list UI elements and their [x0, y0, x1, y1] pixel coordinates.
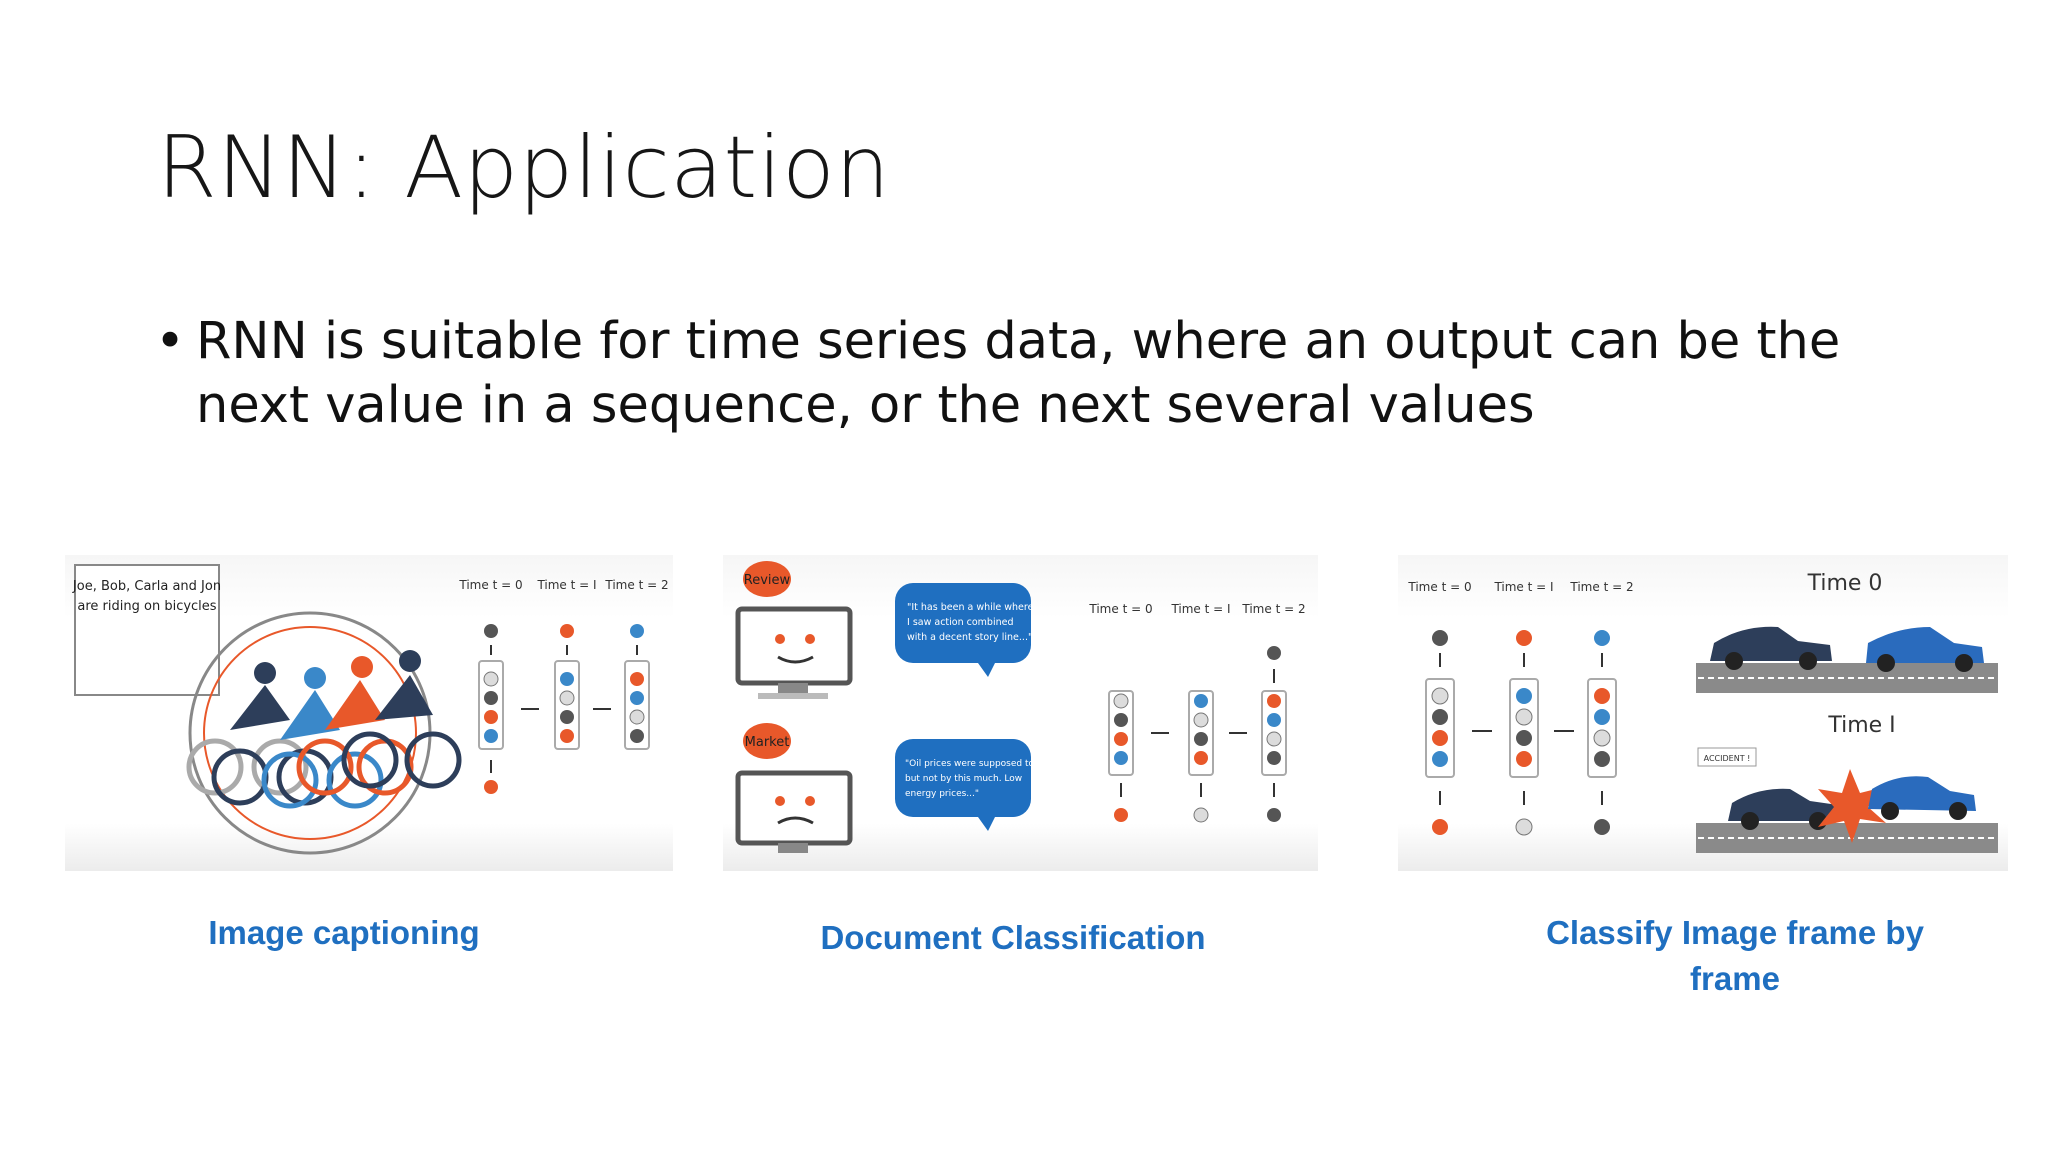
- svg-text:with a decent story line...": with a decent story line...": [907, 632, 1032, 643]
- caption-frame-classification: Classify Image frame by frame: [1510, 910, 1960, 1002]
- review-bubble: [895, 583, 1031, 663]
- market-bubble: [895, 739, 1031, 817]
- time-label-0: Time t = 0: [458, 578, 522, 592]
- caption-document-classification: Document Classification: [820, 919, 1206, 956]
- svg-text:"It has been a while where: "It has been a while where: [907, 602, 1034, 613]
- caption-box-line1: Joe, Bob, Carla and Jon: [72, 579, 221, 594]
- rnn-unrolled-diagram: [1425, 630, 1617, 836]
- slide-title: RNN: Application: [157, 118, 891, 218]
- time-label-2: Time t = 2: [1241, 602, 1305, 616]
- frame-time1-label: Time I: [1827, 713, 1895, 738]
- time-label-1: Time t = I: [536, 578, 596, 592]
- caption-box-line2: are riding on bicycles: [77, 599, 216, 614]
- svg-text:but not by this much. Low: but not by this much. Low: [905, 774, 1022, 784]
- time-label-1: Time t = I: [1170, 602, 1230, 616]
- caption-line2: frame: [1690, 960, 1780, 997]
- time-label-2: Time t = 2: [1569, 580, 1633, 594]
- car-blue-icon: [1866, 627, 1984, 672]
- accident-label: ACCIDENT !: [1704, 754, 1751, 763]
- caption-line1: Classify Image frame by: [1546, 914, 1924, 951]
- review-tag: Review: [744, 573, 791, 588]
- car-dark-icon: [1710, 626, 1832, 670]
- bullet-item: • RNN is suitable for time series data, …: [155, 310, 1955, 438]
- time-label-0: Time t = 0: [1088, 602, 1152, 616]
- frame-time0-label: Time 0: [1807, 571, 1883, 596]
- rnn-unrolled-diagram: [1108, 646, 1287, 823]
- image-captioning-figure: Joe, Bob, Carla and Jon are riding on bi…: [65, 555, 673, 871]
- cyclists-illustration: [186, 650, 462, 809]
- svg-text:energy prices...": energy prices...": [905, 789, 979, 799]
- bullet-dot-icon: •: [155, 312, 186, 371]
- crash-burst-icon: [1818, 769, 1886, 843]
- svg-text:I saw action combined: I saw action combined: [907, 617, 1014, 628]
- crash-car-blue-icon: [1868, 776, 1976, 820]
- time-label-1: Time t = I: [1493, 580, 1553, 594]
- market-tag: Market: [745, 735, 790, 750]
- svg-text:"Oil prices were supposed to f: "Oil prices were supposed to fall: [905, 759, 1051, 769]
- caption-image-captioning: Image captioning: [208, 914, 480, 951]
- time-label-2: Time t = 2: [604, 578, 668, 592]
- rnn-unrolled-diagram: [478, 624, 650, 794]
- frame-classification-figure: Time t = 0 Time t = I Time t = 2: [1398, 555, 2008, 871]
- document-classification-figure: Review Market "It has been a while where…: [723, 555, 1318, 871]
- time-label-0: Time t = 0: [1407, 580, 1471, 594]
- bullet-text: RNN is suitable for time series data, wh…: [196, 312, 1841, 435]
